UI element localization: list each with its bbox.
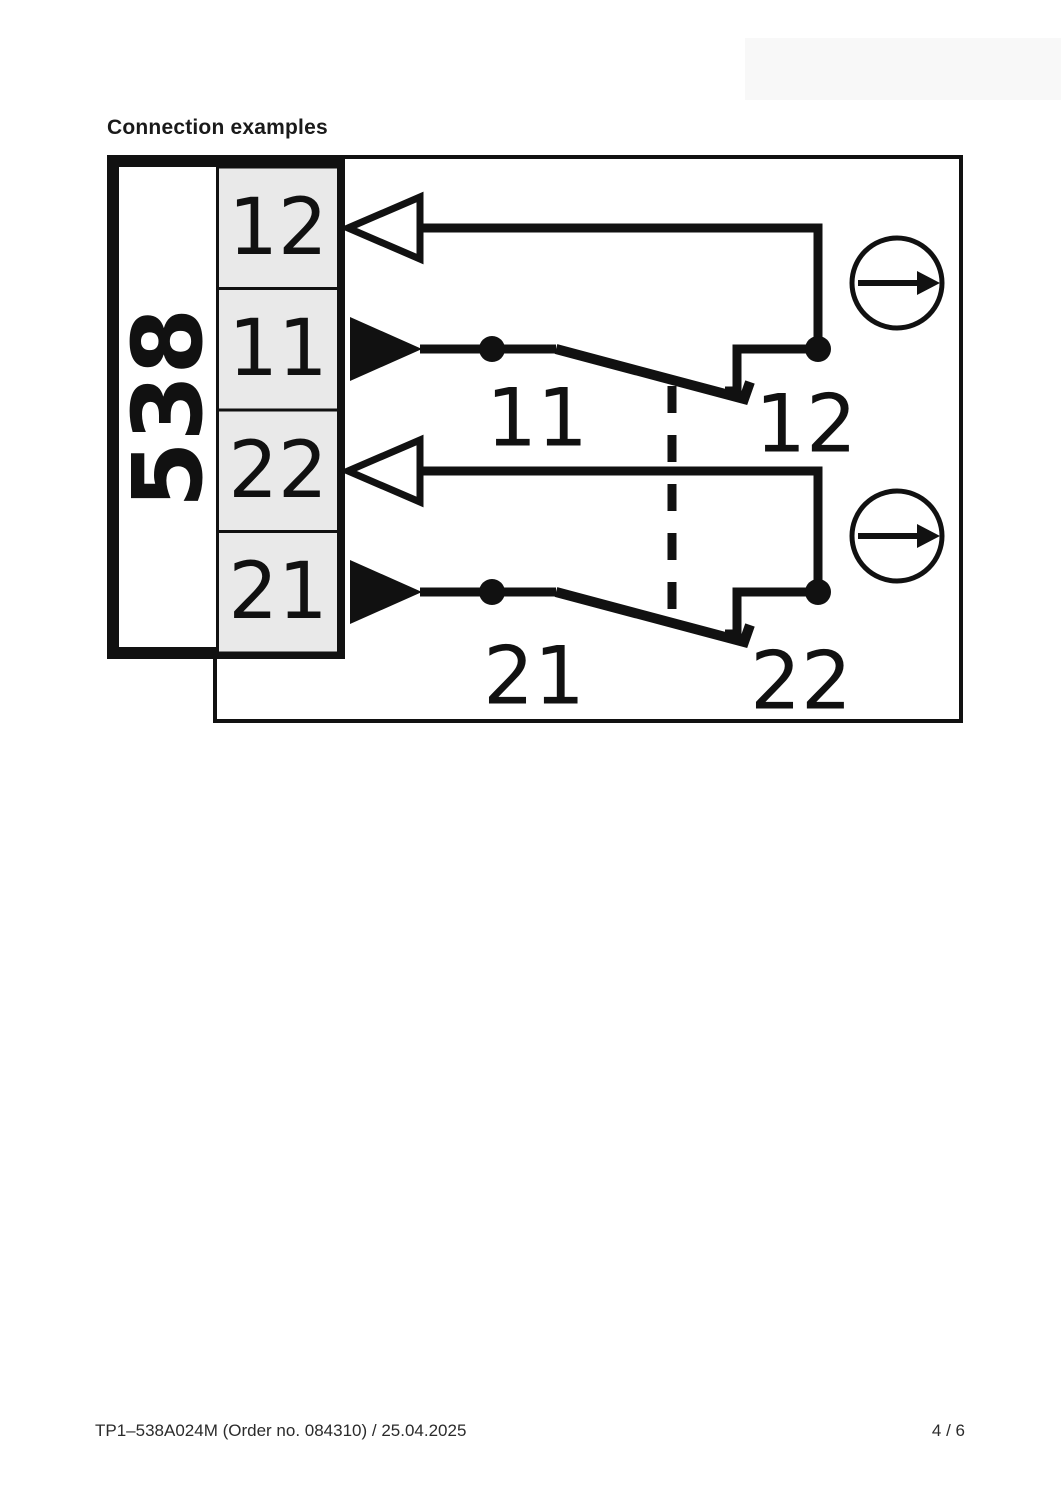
junction-dot-12 xyxy=(805,336,831,362)
terminal-label-22: 22 xyxy=(228,426,327,516)
terminal-label-21: 21 xyxy=(228,547,327,637)
actuator-arrow-bottom-icon xyxy=(917,524,940,548)
fixed-contact-top xyxy=(725,344,818,396)
terminal-cell-12 xyxy=(216,165,340,290)
terminal-cell-11 xyxy=(216,287,340,412)
contact-blade-top xyxy=(554,344,755,406)
terminal-cell-21 xyxy=(216,530,340,655)
junction-dot-22 xyxy=(805,579,831,605)
junction-dot-11 xyxy=(479,336,505,362)
device-label: 538 xyxy=(112,308,224,508)
actuation-symbol-top xyxy=(849,235,945,331)
actuation-symbol-bottom xyxy=(849,488,945,584)
terminal-label-11: 11 xyxy=(228,304,327,394)
contact-label-11: 11 xyxy=(486,372,588,465)
actuator-arrow-top-icon xyxy=(917,271,940,295)
page-footer: TP1–538A024M (Order no. 084310) / 25.04.… xyxy=(95,1421,965,1441)
open-arrow-12-icon xyxy=(339,191,424,265)
connection-diagram: 12 11 22 21 538 11 12 2 xyxy=(107,155,963,728)
junction-dot-21 xyxy=(479,579,505,605)
contact-label-12: 12 xyxy=(755,378,857,471)
contact-label-21: 21 xyxy=(483,630,585,723)
footer-document-id: TP1–538A024M (Order no. 084310) / 25.04.… xyxy=(95,1421,467,1440)
contact-label-22: 22 xyxy=(750,635,852,728)
scan-artifact xyxy=(745,38,1061,100)
wire-22 xyxy=(419,466,823,592)
filled-arrow-21-icon xyxy=(350,560,422,624)
open-arrow-22-icon xyxy=(339,434,424,508)
contact-blade-bottom xyxy=(554,587,755,649)
filled-arrow-11-icon xyxy=(350,317,422,381)
wire-12 xyxy=(419,223,823,349)
fixed-contact-bottom xyxy=(725,587,818,639)
terminal-label-12: 12 xyxy=(228,183,327,273)
section-title: Connection examples xyxy=(107,116,328,139)
footer-page-number: 4 / 6 xyxy=(931,1421,965,1440)
